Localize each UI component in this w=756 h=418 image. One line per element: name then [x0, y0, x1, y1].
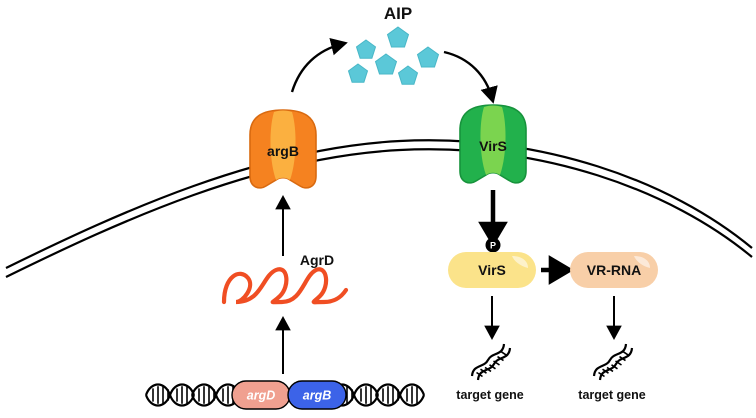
phosphate-group: P: [485, 237, 501, 253]
virs-regulator-label: VirS: [478, 262, 506, 278]
gene-cluster: argD argB: [144, 380, 426, 410]
virs-regulator-pill[interactable]: VirS: [448, 252, 536, 288]
target-gene-right: target gene: [578, 342, 646, 402]
argb-receptor-channel: [270, 110, 296, 180]
gene-box-argd[interactable]: argD: [231, 380, 291, 410]
aip-label: AIP: [384, 4, 412, 23]
argb-receptor[interactable]: argB: [249, 109, 317, 189]
target-gene-left: target gene: [456, 342, 524, 402]
agrd-label: AgrD: [300, 252, 334, 268]
virs-receptor-label: VirS: [479, 138, 507, 154]
target-gene-left-label: target gene: [456, 388, 523, 402]
vrrna-label: VR-RNA: [587, 262, 641, 278]
gene-box-argd-label: argD: [247, 389, 275, 403]
aip-pentagon: [374, 53, 398, 75]
agrd-peptide: [221, 267, 349, 305]
argb-receptor-label: argB: [267, 143, 299, 159]
vrrna-pill[interactable]: VR-RNA: [570, 252, 658, 288]
gene-box-argb[interactable]: argB: [287, 380, 347, 410]
membrane-inner-line: [5, 148, 753, 278]
aip-binding-curve-arrow: [443, 50, 498, 104]
virs-receptor[interactable]: VirS: [459, 104, 527, 184]
aip-pentagon: [386, 26, 410, 48]
aip-release-curve-arrow: [290, 38, 348, 93]
aip-pentagon: [347, 63, 369, 83]
gene-box-argb-label: argB: [303, 389, 331, 403]
aip-pentagon: [355, 39, 377, 59]
aip-molecule-cloud: [347, 26, 440, 85]
aip-pentagon: [397, 65, 419, 85]
phosphate-label: P: [490, 241, 496, 251]
target-gene-right-label: target gene: [578, 388, 645, 402]
cell-membrane: [5, 139, 753, 278]
virs-receptor-channel: [480, 105, 506, 175]
aip-pentagon: [416, 46, 440, 68]
membrane-outer-line: [5, 139, 753, 269]
